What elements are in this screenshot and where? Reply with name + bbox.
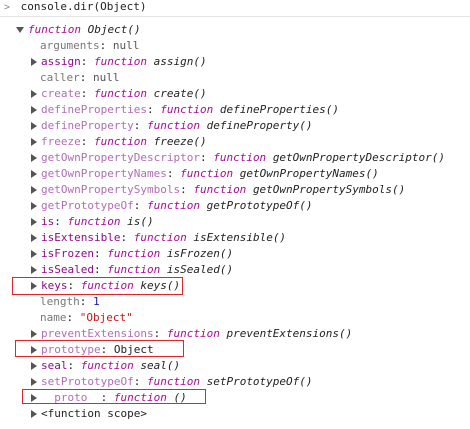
prop-length: length: 1 bbox=[40, 295, 100, 308]
expand-open-triangle-icon[interactable] bbox=[16, 27, 24, 33]
prop-function-scope[interactable]: <function scope> bbox=[30, 406, 147, 422]
prop-getOwnPropertySymbols[interactable]: getOwnPropertySymbols: function getOwnPr… bbox=[30, 182, 405, 198]
expand-closed-triangle-icon[interactable] bbox=[31, 186, 37, 194]
expand-closed-triangle-icon[interactable] bbox=[31, 138, 37, 146]
expand-closed-triangle-icon[interactable] bbox=[31, 58, 37, 66]
highlight-box-keys bbox=[12, 277, 183, 295]
prop-isFrozen[interactable]: isFrozen: function isFrozen() bbox=[30, 246, 233, 262]
prop-create[interactable]: create: function create() bbox=[30, 86, 207, 102]
prop-arguments: arguments: null bbox=[40, 39, 140, 52]
expand-closed-triangle-icon[interactable] bbox=[31, 154, 37, 162]
expand-closed-triangle-icon[interactable] bbox=[31, 410, 37, 418]
expand-closed-triangle-icon[interactable] bbox=[31, 170, 37, 178]
expand-closed-triangle-icon[interactable] bbox=[31, 122, 37, 130]
prop-prototype[interactable]: prototype: Object bbox=[30, 342, 154, 358]
prop-defineProperty[interactable]: defineProperty: function defineProperty(… bbox=[30, 118, 313, 134]
prop-freeze[interactable]: freeze: function freeze() bbox=[30, 134, 207, 150]
tree-root-function-object[interactable]: function Object() bbox=[16, 22, 141, 38]
expand-closed-triangle-icon[interactable] bbox=[31, 346, 37, 354]
prompt-chevron-icon: > bbox=[3, 2, 11, 13]
highlight-box-prototype bbox=[15, 340, 184, 357]
expand-closed-triangle-icon[interactable] bbox=[31, 394, 37, 402]
prop-seal[interactable]: seal: function seal() bbox=[30, 358, 180, 374]
prop-preventExtensions[interactable]: preventExtensions: function preventExten… bbox=[30, 326, 352, 342]
prop-isSealed[interactable]: isSealed: function isSealed() bbox=[30, 262, 233, 278]
expand-closed-triangle-icon[interactable] bbox=[31, 234, 37, 242]
expand-closed-triangle-icon[interactable] bbox=[31, 362, 37, 370]
prop-getOwnPropertyDescriptor[interactable]: getOwnPropertyDescriptor: function getOw… bbox=[30, 150, 445, 166]
expand-closed-triangle-icon[interactable] bbox=[31, 250, 37, 258]
prop-getOwnPropertyNames[interactable]: getOwnPropertyNames: function getOwnProp… bbox=[30, 166, 379, 182]
highlight-box-proto bbox=[22, 389, 206, 404]
expand-closed-triangle-icon[interactable] bbox=[31, 330, 37, 338]
prop-defineProperties[interactable]: defineProperties: function definePropert… bbox=[30, 102, 339, 118]
console-command-line[interactable]: > console.dir(Object) bbox=[0, 0, 146, 14]
expand-closed-triangle-icon[interactable] bbox=[31, 218, 37, 226]
prop-assign[interactable]: assign: function assign() bbox=[30, 54, 207, 70]
prop-is[interactable]: is: function is() bbox=[30, 214, 154, 230]
prop-keys[interactable]: keys: function keys() bbox=[30, 278, 180, 294]
expand-closed-triangle-icon[interactable] bbox=[31, 378, 37, 386]
expand-closed-triangle-icon[interactable] bbox=[31, 202, 37, 210]
expand-closed-triangle-icon[interactable] bbox=[31, 90, 37, 98]
expand-closed-triangle-icon[interactable] bbox=[31, 106, 37, 114]
prop-getPrototypeOf[interactable]: getPrototypeOf: function getPrototypeOf(… bbox=[30, 198, 313, 214]
prop-caller: caller: null bbox=[40, 71, 120, 84]
expand-closed-triangle-icon[interactable] bbox=[31, 282, 37, 290]
expand-closed-triangle-icon[interactable] bbox=[31, 266, 37, 274]
prop-proto[interactable]: __proto__: function () bbox=[30, 390, 187, 406]
prop-name: name: "Object" bbox=[40, 311, 133, 324]
console-divider bbox=[0, 16, 470, 17]
prop-isExtensible[interactable]: isExtensible: function isExtensible() bbox=[30, 230, 286, 246]
command-text: console.dir(Object) bbox=[20, 0, 147, 13]
prop-setPrototypeOf[interactable]: setPrototypeOf: function setPrototypeOf(… bbox=[30, 374, 313, 390]
